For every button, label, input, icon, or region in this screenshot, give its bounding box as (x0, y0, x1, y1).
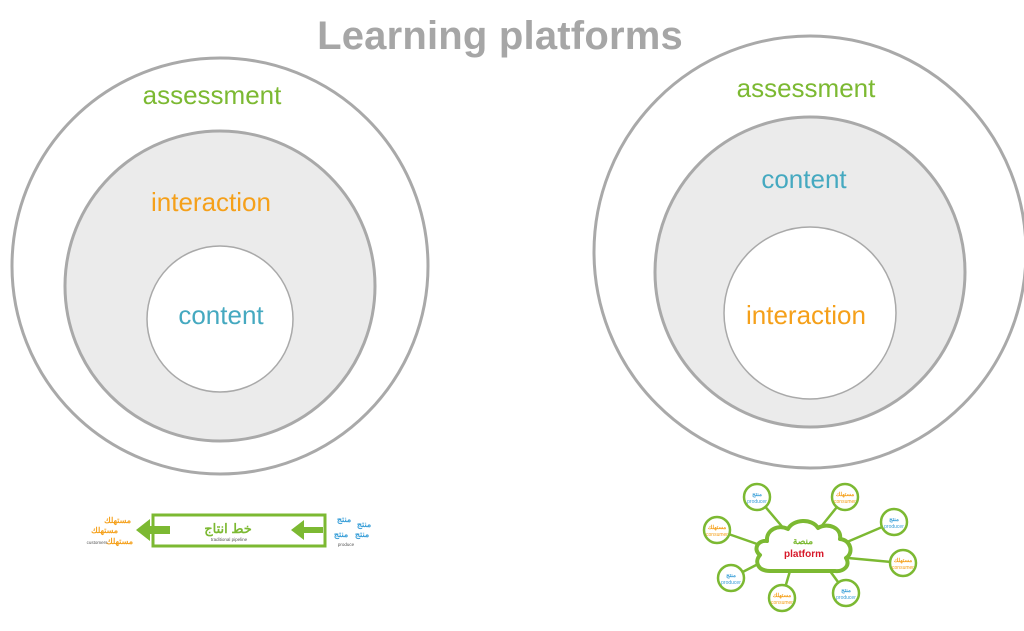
pipeline-produce-label: produce (338, 542, 355, 547)
platform-node-arabic: منتج (752, 492, 762, 498)
pipeline-producer-2: منتج (357, 520, 371, 530)
left-model: assessment interaction content (10, 56, 430, 476)
platform-node-arabic: منتج (889, 517, 899, 523)
right-inner-label: interaction (746, 300, 866, 330)
pipeline-producer-3: منتج (334, 530, 348, 540)
platform-node-label: consumer (706, 532, 728, 538)
left-inner-label: content (178, 300, 264, 330)
pipeline-outer-arrow-icon (136, 519, 170, 541)
platform-node-circle (702, 515, 732, 545)
platform-node-arabic: مستهلك (836, 491, 855, 498)
platform-cloud-icon (754, 519, 853, 574)
right-outer-label: assessment (737, 73, 876, 103)
platform-node-circle (716, 563, 746, 593)
platform-node-arabic: مستهلك (708, 524, 727, 531)
pipeline-producer-4: منتج (355, 530, 369, 540)
platform-node-label: consumer (834, 499, 856, 505)
platform-node-label: producer (836, 595, 856, 601)
platform-node-label: producer (884, 524, 904, 530)
platform-node-label: producer (721, 580, 741, 586)
platform-node-arabic: منتج (841, 588, 851, 594)
left-middle-label: interaction (151, 187, 271, 217)
pipeline-consumer-2: مستهلك (91, 526, 118, 536)
platform-node-arabic: مستهلك (773, 592, 792, 599)
platform-node-circle (888, 548, 918, 578)
right-model: assessment content interaction (592, 34, 1024, 470)
right-inner-ring (723, 226, 897, 400)
platform-node-label: consumer (771, 600, 793, 606)
pipeline-arabic-title: خط انتاج (204, 521, 252, 537)
pipeline-subtitle: traditional pipeline (211, 537, 248, 542)
platform-node-circle (830, 482, 860, 512)
pipeline-inner-arrow-icon (291, 520, 323, 540)
platform-node-label: consumer (892, 565, 914, 571)
platform-node-circle (767, 583, 797, 613)
pipeline-customers-label: customers (87, 540, 109, 545)
platform-node-circle (742, 482, 772, 512)
page-title: Learning platforms (317, 14, 683, 58)
pipeline-consumer-1: مستهلك (104, 516, 131, 526)
left-outer-label: assessment (143, 80, 282, 110)
platform-node-arabic: منتج (726, 573, 736, 579)
platform-arabic-title: منصة (793, 536, 813, 546)
platform-graphic: منصة platform منتجproducerمستهلكconsumer… (702, 482, 918, 613)
pipeline-graphic: خط انتاج traditional pipeline مستهلك مست… (87, 513, 371, 548)
platform-node-label: producer (747, 499, 767, 505)
platform-node-circle (831, 578, 861, 608)
pipeline-producer-1: منتج (337, 515, 351, 525)
platform-node-arabic: مستهلك (894, 557, 913, 564)
left-inner-ring (146, 245, 294, 393)
pipeline-consumer-3: مستهلك (106, 537, 133, 547)
right-middle-label: content (761, 164, 847, 194)
platform-nodes: منتجproducerمستهلكconsumerمنتجproducerمس… (702, 482, 918, 613)
platform-node-circle (879, 507, 909, 537)
platform-title: platform (784, 549, 824, 560)
